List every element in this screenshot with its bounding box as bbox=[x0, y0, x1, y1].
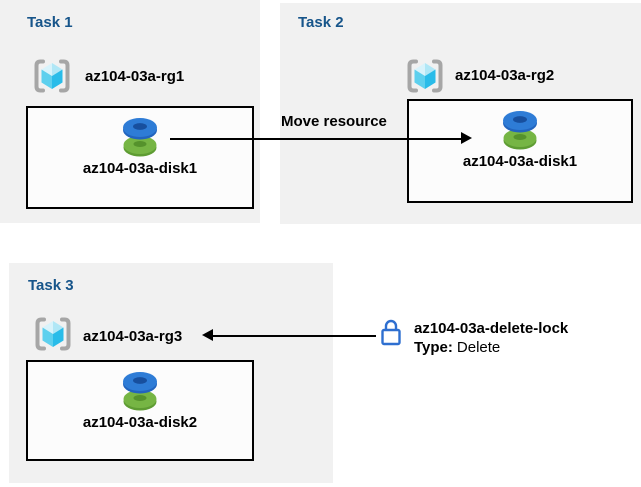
resource-group-icon bbox=[35, 317, 71, 351]
task1-title: Task 1 bbox=[27, 14, 73, 31]
resource-group-icon bbox=[407, 59, 443, 93]
task1-panel: Task 1 az104-03a-rg1 az104-03a-disk1 bbox=[0, 0, 260, 223]
disk-icon bbox=[503, 111, 537, 150]
resource-group-label: az104-03a-rg2 bbox=[455, 67, 555, 84]
lock-icon bbox=[381, 319, 401, 346]
delete-lock-arrowhead-icon bbox=[202, 329, 213, 341]
resource-box: az104-03a-disk1 bbox=[26, 106, 254, 209]
disk-icon bbox=[123, 372, 157, 411]
task3-panel: Task 3 az104-03a-rg3 az104-03a-disk2 bbox=[9, 263, 333, 483]
move-resource-arrowhead-icon bbox=[461, 132, 472, 144]
delete-lock-type: Type:Delete bbox=[414, 339, 500, 356]
delete-lock-type-label: Type: bbox=[414, 339, 453, 356]
task2-panel: Task 2 az104-03a-rg2 az104-03a-disk1 bbox=[280, 3, 641, 224]
delete-lock-name: az104-03a-delete-lock bbox=[414, 320, 569, 337]
disk-icon bbox=[123, 118, 157, 157]
resource-box: az104-03a-disk1 bbox=[407, 99, 633, 203]
task3-title: Task 3 bbox=[28, 277, 74, 294]
resource-group-label: az104-03a-rg1 bbox=[85, 68, 185, 85]
resource-label: az104-03a-disk2 bbox=[82, 414, 198, 431]
resource-group-label: az104-03a-rg3 bbox=[83, 328, 183, 345]
task2-title: Task 2 bbox=[298, 14, 344, 31]
delete-lock-type-value: Delete bbox=[456, 339, 501, 356]
move-resource-label: Move resource bbox=[281, 113, 387, 130]
resource-label: az104-03a-disk1 bbox=[462, 153, 578, 170]
move-resource-arrow-line bbox=[170, 138, 462, 140]
lock-badge bbox=[376, 312, 406, 353]
delete-lock-arrow-line bbox=[212, 335, 376, 337]
resource-group-icon bbox=[34, 59, 70, 93]
resource-label: az104-03a-disk1 bbox=[82, 160, 198, 177]
resource-box: az104-03a-disk2 bbox=[26, 360, 254, 461]
